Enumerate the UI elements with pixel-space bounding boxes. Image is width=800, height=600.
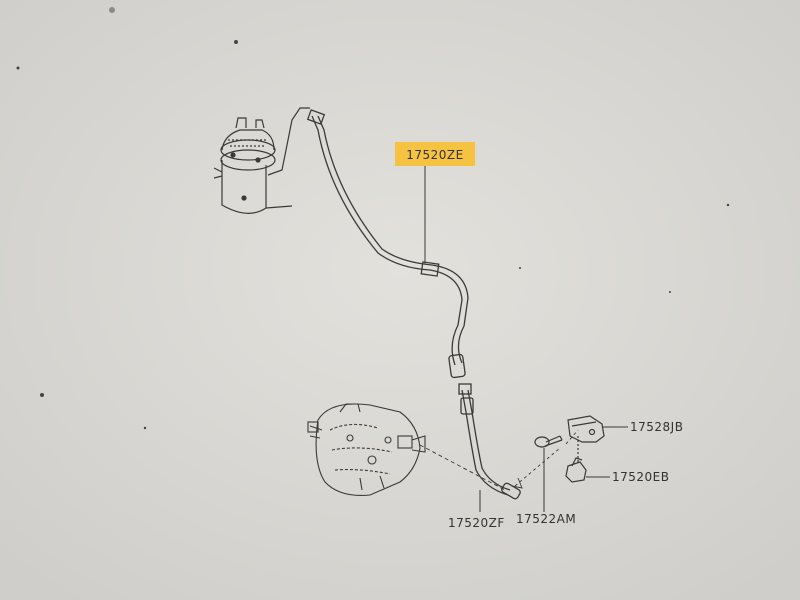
fuel-pump-drawing <box>307 403 506 497</box>
part-label-17520EB: 17520EB <box>612 470 670 484</box>
part-label-17520ZF: 17520ZF <box>448 516 505 530</box>
clip-drawing <box>565 452 587 483</box>
paper-specks <box>16 7 730 430</box>
bracket-drawing <box>567 415 605 450</box>
fuel-filter-drawing <box>213 107 310 214</box>
bolt-drawing <box>534 435 563 448</box>
mounting-arrows <box>511 429 579 489</box>
fuel-tube-upper <box>306 109 469 379</box>
part-label-highlight <box>395 142 475 166</box>
part-label-17522AM: 17522AM <box>516 512 576 526</box>
part-label-17528JB: 17528JB <box>630 420 683 434</box>
part-label-17520ZE: 17520ZE <box>406 148 463 162</box>
fuel-tube-lower <box>458 383 521 500</box>
